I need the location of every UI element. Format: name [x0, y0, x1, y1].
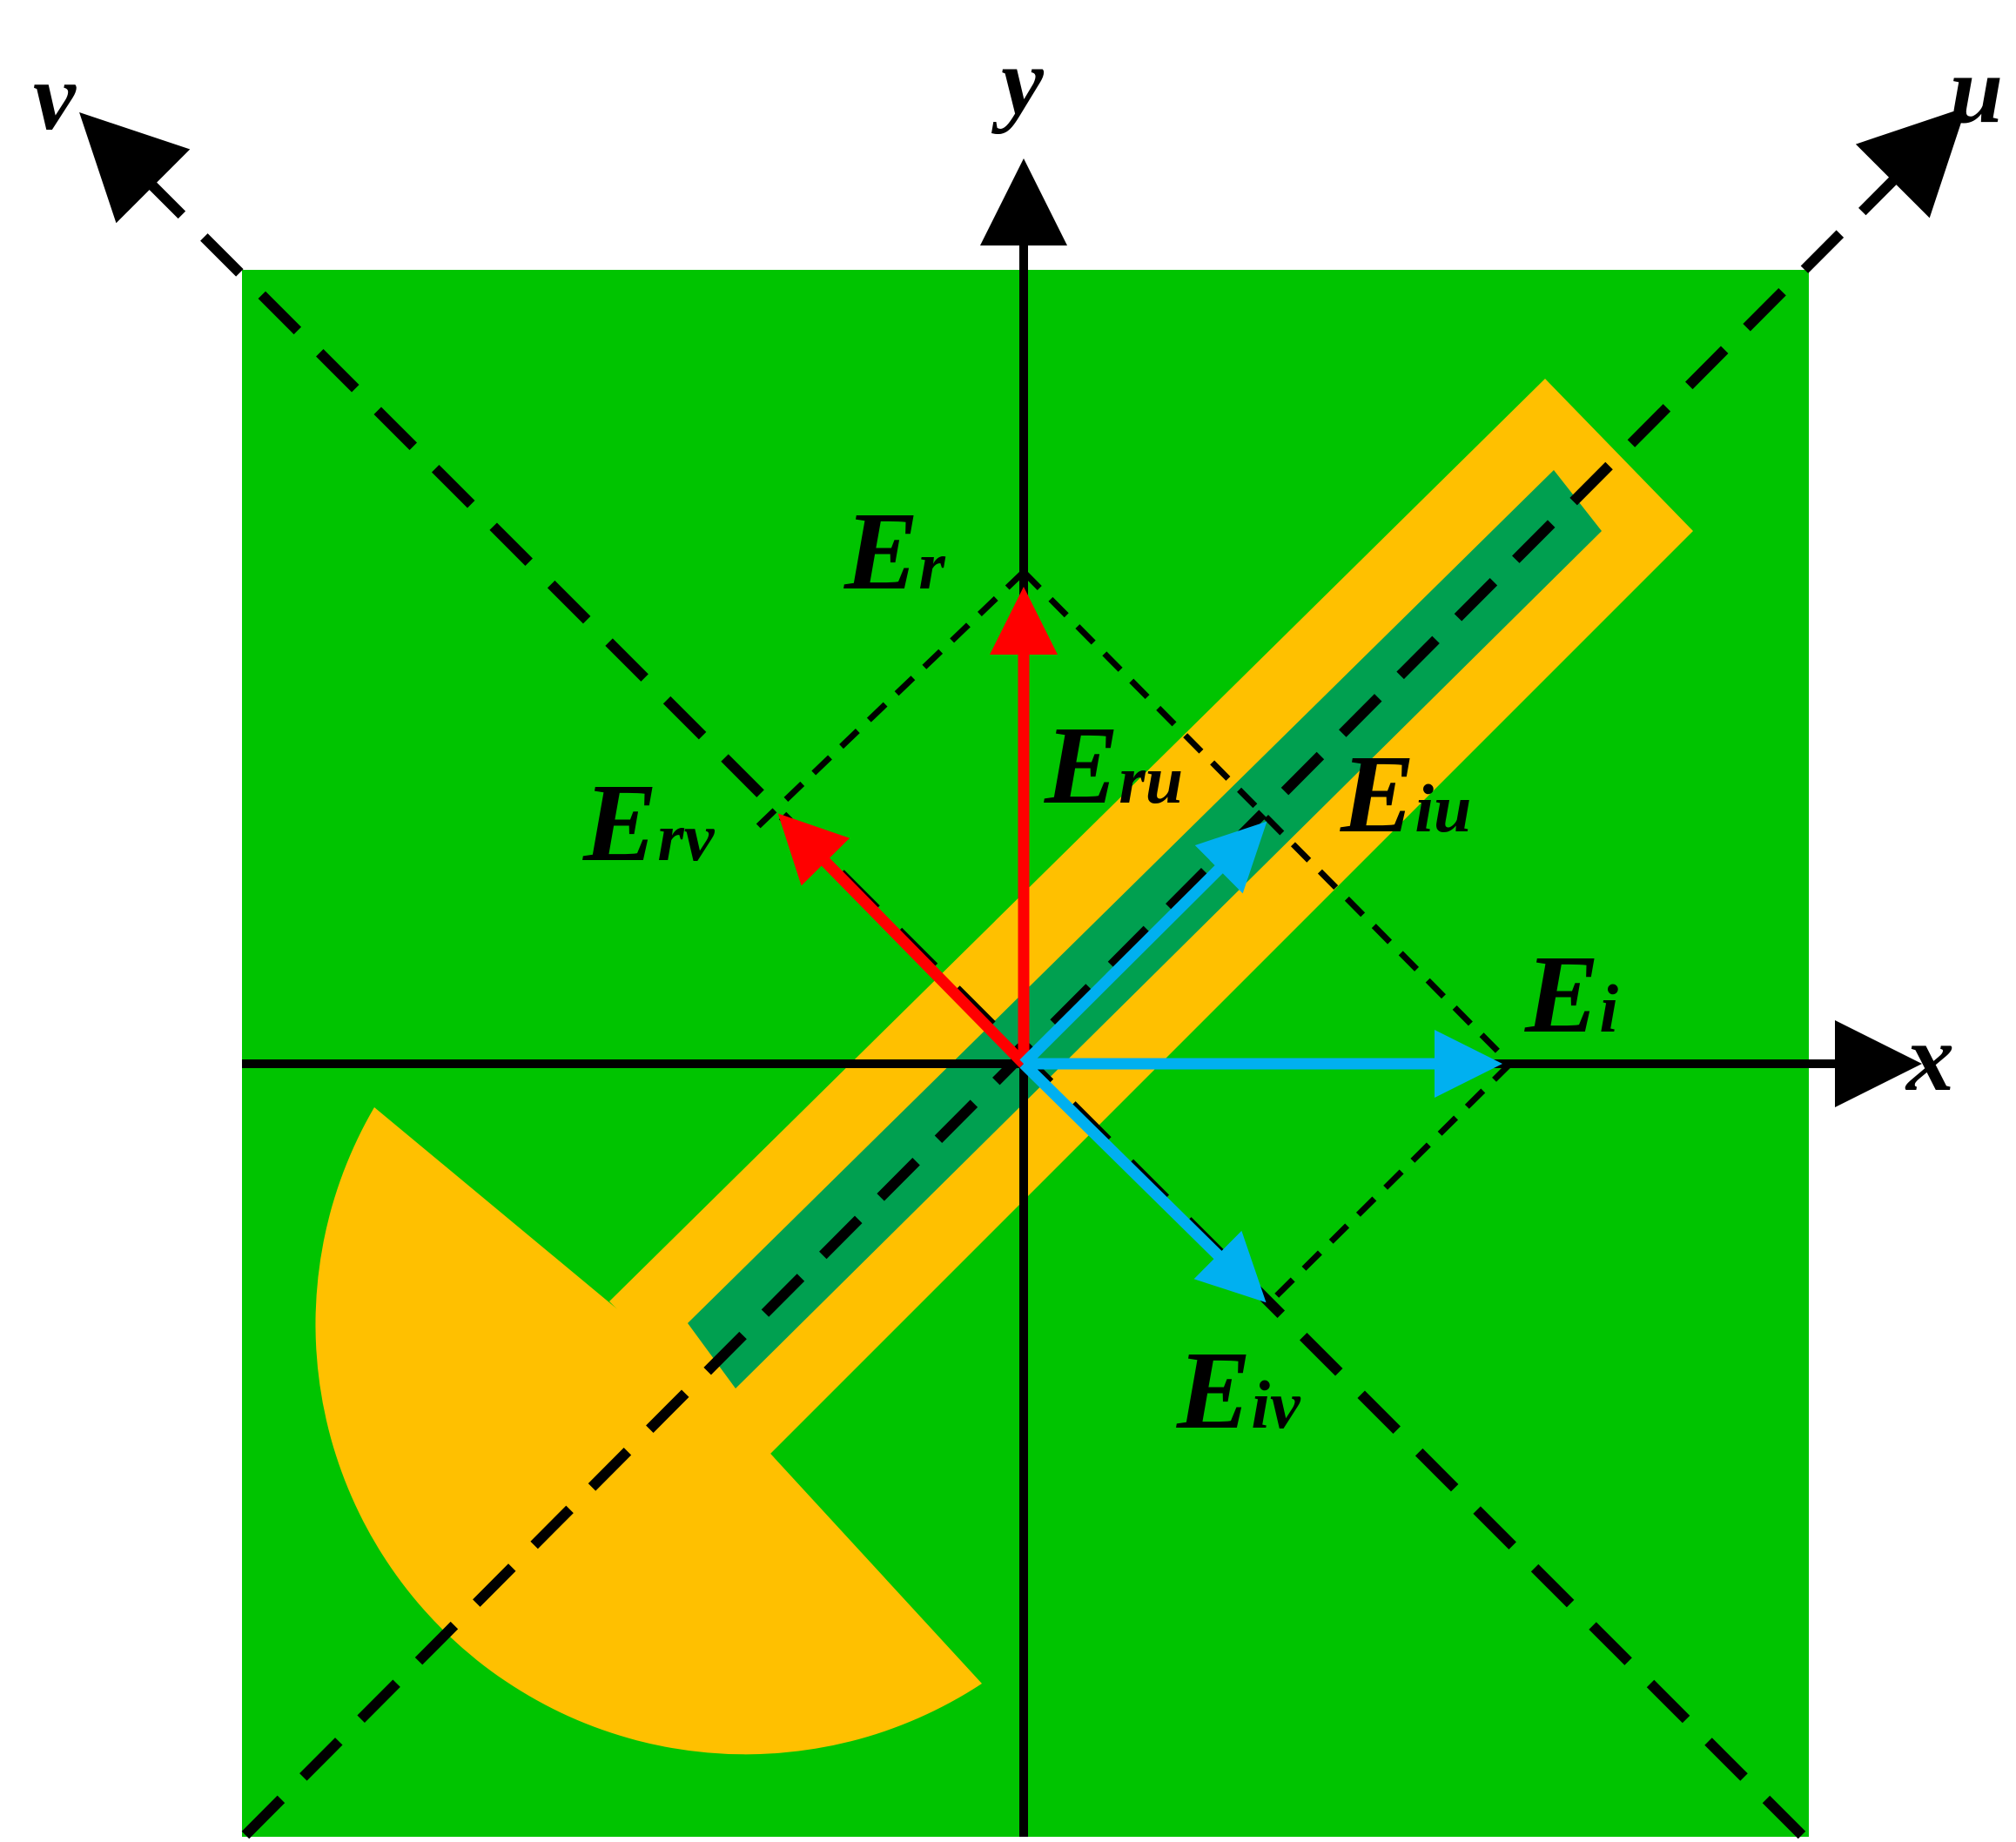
axis-label-x: x — [1905, 1005, 1954, 1111]
axis-label-v: v — [33, 44, 77, 150]
label-eiv: Eiv — [1176, 1328, 1301, 1452]
v-axis-line — [79, 112, 1806, 1839]
label-er: Er — [843, 489, 945, 613]
vector-eiu — [1019, 821, 1267, 1068]
label-eru: Eru — [1044, 703, 1183, 827]
label-erv: Erv — [582, 761, 716, 884]
vector-eiv — [1019, 1059, 1267, 1303]
projection-lines — [755, 569, 1513, 1304]
axis-label-y: y — [991, 28, 1045, 134]
u-axis-line — [241, 106, 1966, 1839]
axis-label-u: u — [1950, 37, 2003, 143]
label-ei: Ei — [1524, 932, 1618, 1056]
vector-erv — [777, 813, 1028, 1068]
label-eiu: Eiu — [1340, 732, 1471, 856]
